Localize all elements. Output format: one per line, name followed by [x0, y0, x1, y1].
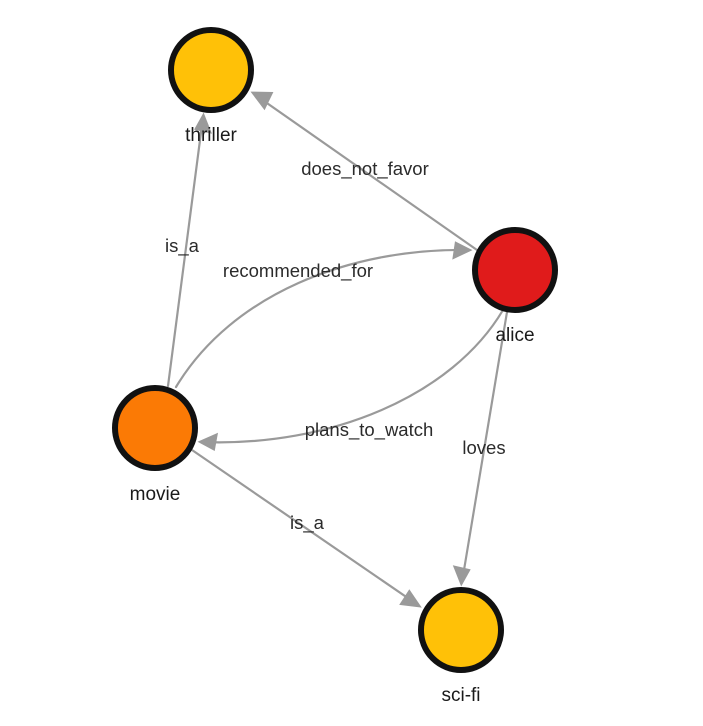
edge-alice-thriller[interactable] [250, 91, 479, 252]
edge-alice-movie[interactable] [197, 308, 505, 451]
edge-movie-scifi[interactable] [190, 448, 422, 608]
node-sci-fi[interactable] [418, 587, 504, 673]
edge-movie-alice[interactable] [174, 241, 473, 389]
node-label-thriller: thriller [185, 125, 237, 146]
arrow-head-scifi-from-movie [399, 589, 422, 608]
edge-alice-scifi[interactable] [452, 310, 509, 587]
edge-label-loves: loves [462, 437, 505, 458]
arrow-head-thriller-from-movie [194, 112, 212, 134]
node-movie[interactable] [112, 385, 198, 471]
edge-movie-thriller[interactable] [166, 112, 212, 388]
edge-line-plans-to-watch[interactable] [200, 308, 505, 444]
edge-label-recommended-for: recommended_for [223, 260, 373, 282]
arrow-head-alice-from-movie [452, 241, 473, 260]
edge-label-plans-to-watch: plans_to_watch [305, 419, 434, 441]
edge-label-is-a-thriller: is_a [165, 235, 200, 257]
node-alice[interactable] [472, 227, 558, 313]
edge-line-does-not-favor[interactable] [252, 92, 479, 252]
node-label-layer: thriller alice movie sci-fi [130, 125, 535, 706]
edge-line-recommended-for[interactable] [174, 248, 470, 389]
arrow-head-thriller-from-alice [250, 91, 274, 111]
arrow-head-movie-from-alice [197, 432, 218, 451]
edge-layer [166, 91, 509, 608]
edge-line-is-a-thriller[interactable] [166, 115, 205, 388]
edge-label-layer: does_not_favor is_a recommended_for plan… [165, 158, 506, 534]
edge-label-does-not-favor: does_not_favor [301, 158, 429, 180]
node-label-movie: movie [130, 484, 181, 505]
node-layer [112, 27, 558, 673]
node-label-sci-fi: sci-fi [441, 685, 480, 706]
node-thriller[interactable] [168, 27, 254, 113]
edge-line-loves[interactable] [460, 310, 509, 584]
node-label-alice: alice [495, 325, 534, 346]
edge-line-is-a-scifi[interactable] [190, 448, 420, 607]
edge-label-is-a-scifi: is_a [290, 512, 325, 534]
arrow-head-scifi-from-alice [452, 565, 471, 587]
